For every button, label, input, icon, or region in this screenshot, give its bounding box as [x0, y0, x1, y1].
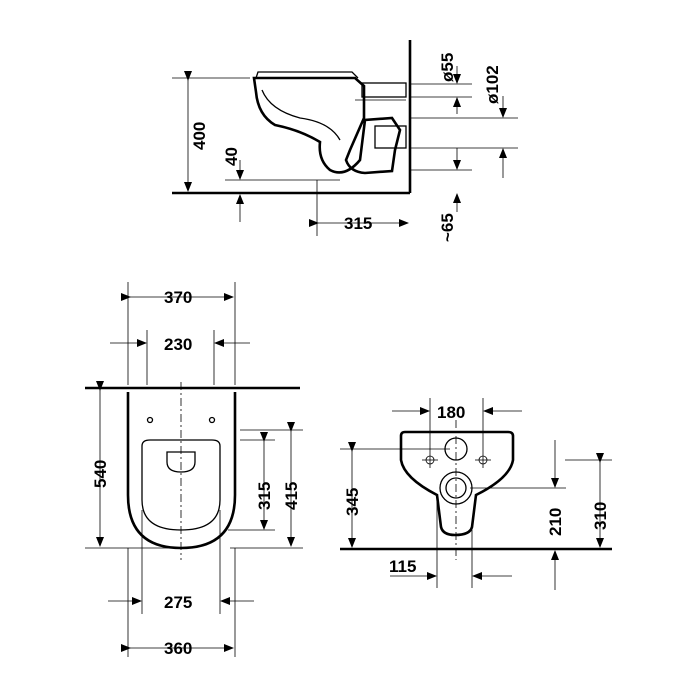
dim-415-label: 415	[282, 482, 301, 510]
fixing-hole-left	[146, 416, 154, 424]
bowl-rear-outline	[399, 430, 515, 537]
bowl-outline-top	[126, 392, 237, 550]
dim-115-label: 115	[389, 557, 416, 576]
connector-top	[361, 82, 407, 98]
side-view: 400 40 315 ø55 ø102 ~65	[172, 40, 518, 242]
dim-180-label: 180	[437, 403, 465, 422]
top-view: 370 230 540 315 415 275 360	[85, 282, 303, 658]
dim-370-label: 370	[164, 288, 192, 307]
dim-540-label: 540	[91, 460, 110, 488]
seat-outline	[255, 71, 359, 141]
dim-65-label: ~65	[438, 213, 457, 242]
rear-view: 180 345 210 310 115	[340, 398, 612, 590]
toilet-side-profile	[252, 76, 402, 175]
dim-310-label: 310	[591, 502, 610, 530]
seat-notch	[166, 451, 196, 473]
dim-345-label: 345	[343, 488, 362, 516]
dim-102-label: ø102	[483, 65, 502, 104]
dim-315-top-label: 315	[255, 482, 274, 510]
dim-40-label: 40	[222, 147, 241, 166]
dim-315-label: 315	[344, 214, 372, 233]
dim-360-label: 360	[164, 639, 192, 658]
fixing-hole-right	[208, 416, 216, 424]
connector-bottom	[374, 125, 407, 149]
seat-outline-top	[141, 439, 221, 531]
dim-210-label: 210	[546, 508, 565, 536]
dim-400-label: 400	[190, 122, 209, 150]
outlet-circle-inner	[445, 477, 467, 499]
dim-275-label: 275	[164, 593, 192, 612]
dim-55-label: ø55	[438, 53, 457, 82]
dim-230-label: 230	[164, 335, 192, 354]
